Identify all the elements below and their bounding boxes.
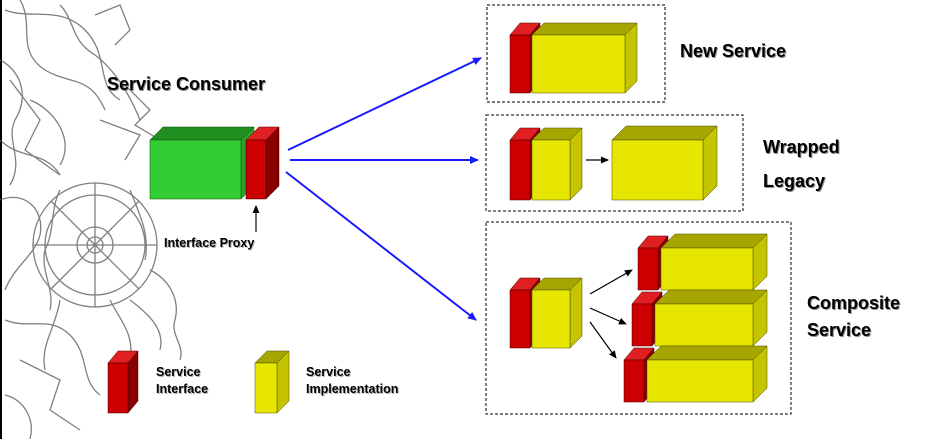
composite-service-label-line1: Composite [807, 293, 901, 313]
arrow-to-composite-service [285, 171, 477, 321]
wrapped-legacy-label-line2: Legacy [763, 171, 826, 191]
composite-sub-implementation-2 [654, 289, 768, 347]
composite-service-label-line2: Service [807, 320, 872, 340]
interface-proxy-block [245, 126, 280, 200]
legend-interface-label-line2: Interface [156, 382, 209, 396]
composite-arrow-middle [589, 307, 627, 325]
composite-arrow-top [589, 269, 633, 295]
wrapped-legacy-implementation-block [611, 125, 718, 201]
composite-sub-implementation-1 [660, 233, 768, 291]
new-service-label: New Service [680, 41, 787, 61]
interface-proxy-label: Interface Proxy [164, 236, 255, 250]
composite-wrapper-block [531, 277, 583, 349]
service-consumer-block [149, 126, 255, 200]
composite-sub-implementation-3 [646, 345, 768, 403]
new-service-implementation-block [531, 22, 638, 94]
wrapped-legacy-label-line1: Wrapped [763, 137, 840, 157]
legend-interface-icon [107, 350, 139, 414]
legend-implementation-label-line1: Service [306, 365, 351, 379]
wrapped-legacy-wrapper-block [531, 127, 583, 201]
service-consumer-label: Service Consumer [107, 74, 266, 94]
wrapped-legacy-frame [485, 114, 744, 212]
legend-interface-label-line1: Service [156, 365, 201, 379]
background-ornament-art [0, 0, 182, 440]
composite-service-frame [485, 221, 792, 415]
new-service-frame [486, 4, 666, 103]
composite-arrow-bottom [589, 321, 617, 359]
legend-implementation-icon [254, 350, 290, 414]
legend-implementation-label-line2: Implementation [306, 382, 399, 396]
arrow-to-new-service [287, 57, 482, 151]
